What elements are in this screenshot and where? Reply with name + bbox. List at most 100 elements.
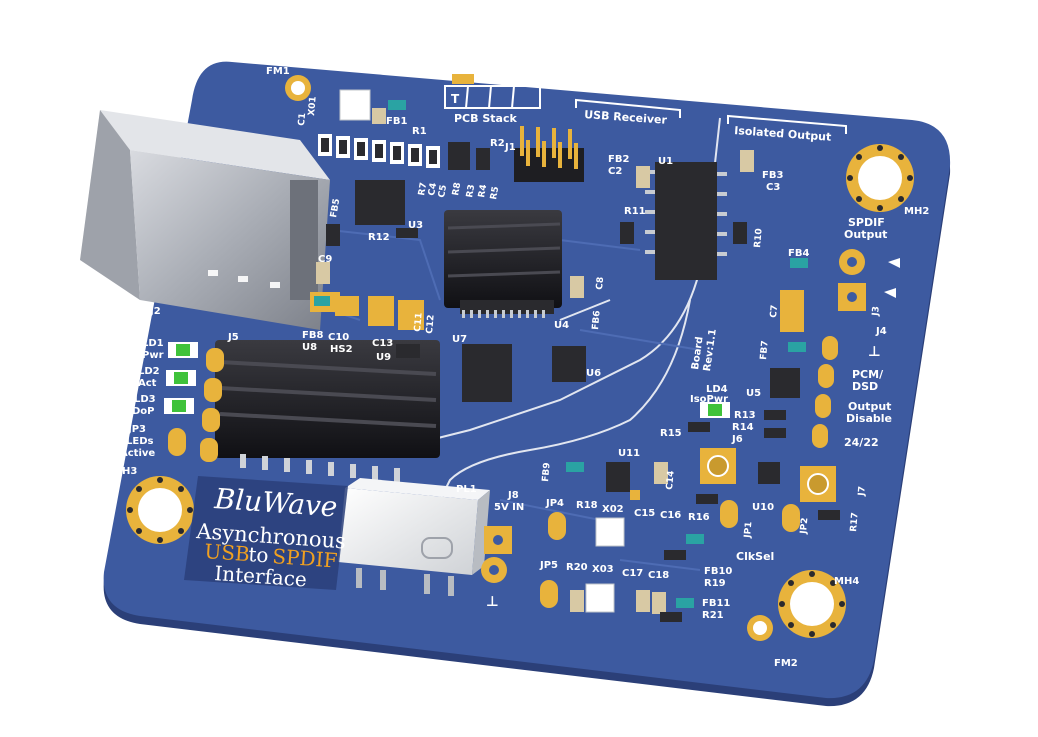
led-ld3 [164, 398, 194, 414]
label-j5: J5 [227, 332, 239, 343]
label-jp3: JP3 [127, 424, 146, 435]
label-c18: C18 [648, 570, 669, 581]
ufl-connector-j7 [800, 466, 836, 502]
label-fb5: FB5 [329, 198, 342, 219]
silkscreen-labels: FM1 FM2 MH2 MH3 MH4 X01 C1 FB1 R1 R2 J1 … [112, 66, 929, 669]
mounting-hole-mh3 [126, 476, 194, 544]
led-ld4 [700, 402, 730, 418]
label-c14: C14 [665, 470, 677, 490]
ic-u9 [396, 344, 420, 358]
label-r8: R8 [451, 182, 463, 197]
label-ld4: LD4 [706, 384, 728, 395]
label-r10: R10 [753, 228, 765, 248]
logo-to: to [248, 542, 270, 567]
label-usb-receiver: USB Receiver [584, 108, 668, 127]
label-fb8: FB8 [302, 330, 323, 341]
label-r20: R20 [566, 562, 588, 573]
label-r4: R4 [477, 184, 489, 199]
mounting-hole-fm2 [747, 615, 773, 641]
label-jp1: JP1 [743, 521, 754, 539]
label-ld3: LD3 [134, 394, 156, 405]
led-ld2 [166, 370, 196, 386]
pcb-stack-connector [444, 74, 541, 109]
label-r11: R11 [624, 206, 646, 217]
label-dop: DoP [132, 406, 155, 417]
label-jp5: JP5 [539, 560, 558, 571]
label-r15: R15 [660, 428, 682, 439]
label-u8: U8 [302, 342, 317, 353]
label-r14: R14 [732, 422, 754, 433]
label-r1: R1 [412, 126, 427, 137]
label-c15: C15 [634, 508, 655, 519]
label-u5: U5 [746, 388, 761, 399]
label-j7: J7 [857, 486, 868, 497]
label-5v-in: 5V IN [494, 502, 524, 513]
passive-components [310, 100, 840, 622]
label-r5: R5 [489, 186, 501, 201]
label-u4: U4 [554, 320, 569, 331]
label-j1: J1 [504, 142, 516, 153]
label-x03: X03 [592, 564, 614, 575]
label-fb10: FB10 [704, 566, 732, 577]
label-x01: X01 [307, 96, 319, 116]
label-u9: U9 [376, 352, 391, 363]
label-fb2: FB2 [608, 154, 629, 165]
ic-u10 [758, 462, 780, 484]
isolation-lines [429, 117, 721, 521]
heatsink-u4 [444, 210, 562, 318]
label-hs2: HS2 [330, 344, 353, 355]
label-pl1: PL1 [456, 484, 477, 495]
label-c9: C9 [318, 254, 332, 265]
label-c2: C2 [608, 166, 622, 177]
label-fb3: FB3 [762, 170, 783, 181]
label-jp4: JP4 [545, 498, 564, 509]
label-c17: C17 [622, 568, 643, 579]
crystal-x02 [595, 517, 625, 547]
label-c12: C12 [425, 314, 437, 334]
label-c10: C10 [328, 332, 349, 343]
label-c4: C4 [427, 182, 439, 196]
label-j3: J3 [871, 306, 882, 317]
label-stack-t: T [451, 92, 460, 106]
label-x02: X02 [602, 504, 624, 515]
label-ratio: 24/22 [844, 436, 879, 449]
label-c1: C1 [297, 113, 308, 127]
label-fm1: FM1 [266, 66, 290, 77]
label-r2: R2 [490, 138, 505, 149]
label-j4: J4 [875, 326, 887, 337]
header-j5 [200, 348, 224, 462]
label-r7: R7 [417, 182, 429, 197]
label-j6: J6 [731, 434, 743, 445]
label-r18: R18 [576, 500, 598, 511]
label-u6: U6 [586, 368, 601, 379]
label-fb4: FB4 [788, 248, 809, 259]
label-r13: R13 [734, 410, 756, 421]
ic-u1 [645, 162, 727, 280]
label-r21: R21 [702, 610, 724, 621]
power-input-j8 [481, 526, 512, 583]
label-fm2: FM2 [774, 658, 798, 669]
label-c11: C11 [413, 312, 425, 332]
label-pcm-dsd: PCM/DSD [852, 368, 884, 393]
led-ld1 [168, 342, 198, 358]
label-mh2: MH2 [904, 206, 929, 217]
label-r17: R17 [849, 512, 861, 532]
ic-u11 [606, 462, 630, 492]
heatsink-hs2 [215, 340, 440, 482]
label-mh4: MH4 [834, 576, 859, 587]
label-ld1: LD1 [142, 338, 164, 349]
label-j2: J2 [149, 306, 161, 317]
label-fb7: FB7 [759, 340, 771, 360]
usb-b-connector [80, 110, 330, 330]
label-u3: U3 [408, 220, 423, 231]
spdif-output-j3 [838, 249, 900, 311]
ic-u5 [770, 368, 800, 398]
label-c7: C7 [769, 305, 780, 319]
label-u7: U7 [452, 334, 467, 345]
label-u11: U11 [618, 448, 640, 459]
label-r16: R16 [688, 512, 710, 523]
mounting-hole-fm1 [285, 75, 311, 101]
